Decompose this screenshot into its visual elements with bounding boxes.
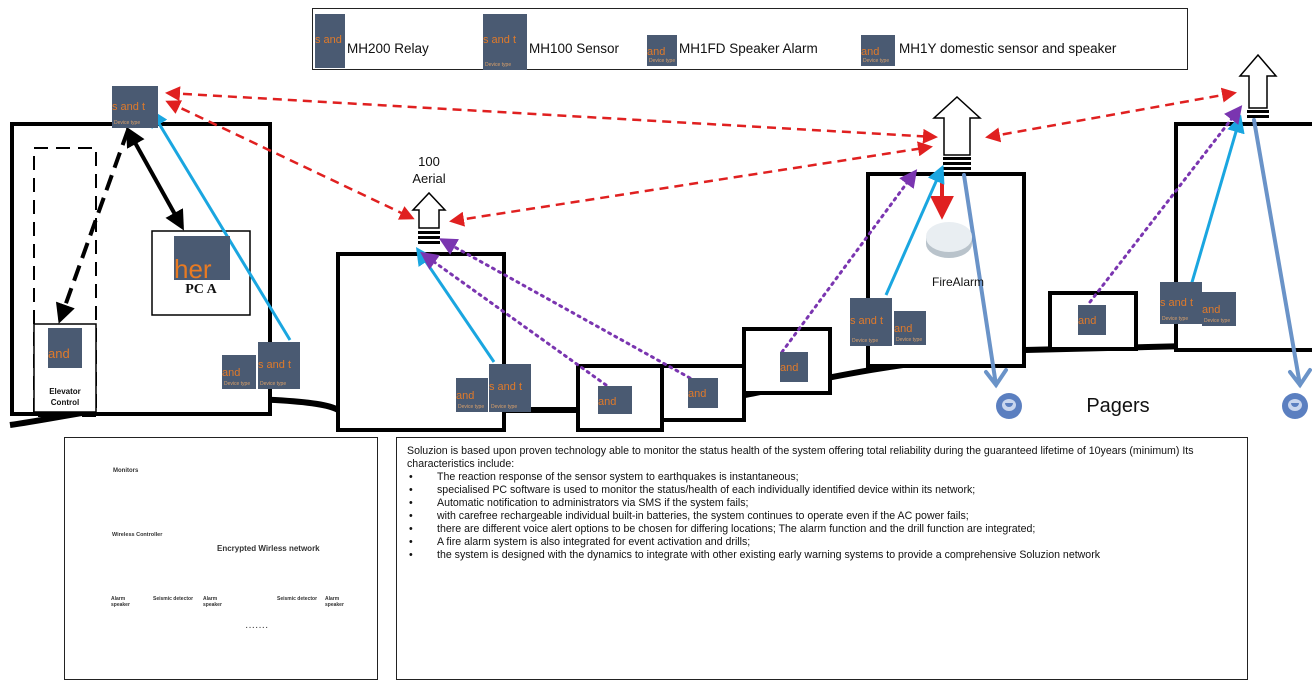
bullet-7: the system is designed with the dynamics… xyxy=(407,549,1237,562)
alarm-device-building-7: and xyxy=(1078,305,1106,335)
legend-relay-icon: s and t xyxy=(315,14,345,68)
net-alarm-speaker-3: Alarm speaker xyxy=(325,596,344,608)
pager-icon-2 xyxy=(1282,393,1308,419)
aerial-label-line2: Aerial xyxy=(412,171,446,186)
firealarm-label: FireAlarm xyxy=(931,275,984,289)
pc-device-icon: her xyxy=(174,236,230,280)
elevator-device: and xyxy=(48,328,82,368)
description-box: Soluzion is based upon proven technology… xyxy=(396,437,1248,680)
legend-domestic-label: MH1Y domestic sensor and speaker xyxy=(899,41,1117,56)
net-network-label: Encrypted Wirless network xyxy=(217,544,320,553)
pc-label: PC A xyxy=(185,282,217,297)
aerial-right-icon xyxy=(1238,53,1278,118)
legend-sensor-label: MH100 Sensor xyxy=(529,41,620,56)
net-alarm-speaker-1: Alarm speaker xyxy=(111,596,130,608)
legend-relay-label: MH200 Relay xyxy=(347,41,429,56)
net-controller-label: Wireless Controller xyxy=(112,532,163,538)
blue-link-3 xyxy=(884,164,945,296)
network-panel: Monitors Wireless Controller Encrypted W… xyxy=(64,437,378,680)
bullet-6: A fire alarm system is also integrated f… xyxy=(407,536,1237,549)
aerial-middle-icon xyxy=(932,95,982,170)
pager-line-1 xyxy=(962,173,1008,389)
elevator-shaft xyxy=(33,147,97,417)
pager-line-2 xyxy=(1252,118,1312,389)
description-intro: Soluzion is based upon proven technology… xyxy=(407,445,1194,470)
aerial-label-line1: 100 xyxy=(418,154,440,169)
bullet-4: with carefree rechargeable individual bu… xyxy=(407,510,1237,523)
fire-alarm-icon xyxy=(926,222,972,258)
alarm-device-building-5: and xyxy=(780,352,808,382)
net-seismic-2: Seismic detector xyxy=(277,596,318,602)
black-link-pc xyxy=(126,126,184,231)
red-link-1 xyxy=(165,86,938,144)
bullet-3: Automatic notification to administrators… xyxy=(407,497,1237,510)
blue-link-4 xyxy=(1186,114,1245,297)
alarm-device-building-4: and xyxy=(688,378,718,408)
elevator-label-line1: Elevator xyxy=(49,387,81,396)
red-link-3 xyxy=(449,141,933,227)
pagers-label: Pagers xyxy=(1086,395,1150,417)
red-link-2 xyxy=(165,100,415,220)
net-dots: ······· xyxy=(245,622,269,633)
net-seismic-1: Seismic detector xyxy=(153,596,194,602)
net-alarm-speaker-2: Alarm speaker xyxy=(203,596,222,608)
legend-speaker-alarm-label: MH1FD Speaker Alarm xyxy=(679,41,818,56)
alarm-device-building-3: and xyxy=(598,386,632,414)
elevator-label-line2: Control xyxy=(50,398,80,407)
blue-link-1 xyxy=(150,108,292,341)
purple-link-1 xyxy=(420,251,608,387)
description-bullets: The reaction response of the sensor syst… xyxy=(407,471,1237,562)
bullet-1: The reaction response of the sensor syst… xyxy=(407,471,1237,484)
red-link-4 xyxy=(985,87,1237,143)
bullet-2: specialised PC software is used to monit… xyxy=(407,484,1237,497)
black-link-elevator xyxy=(55,129,130,324)
purple-link-3 xyxy=(780,169,918,354)
aerial-left-icon xyxy=(411,191,447,244)
purple-link-4 xyxy=(1088,105,1243,304)
pager-icon-1 xyxy=(996,393,1022,419)
purple-link-2 xyxy=(438,238,692,380)
bullet-5: there are different voice alert options … xyxy=(407,523,1237,536)
net-monitors-label: Monitors xyxy=(113,468,139,474)
